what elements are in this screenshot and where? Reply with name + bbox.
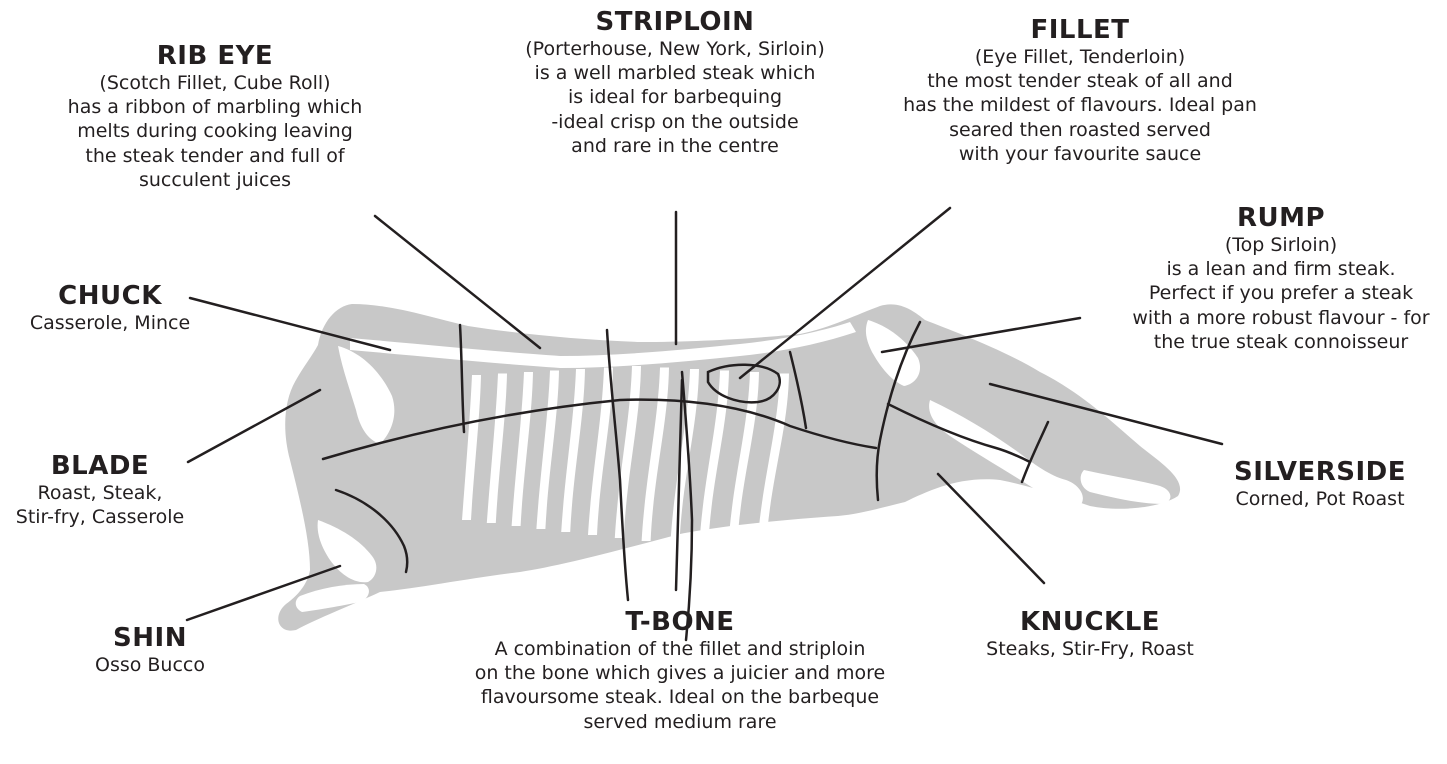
cut-title: FILLET — [860, 16, 1300, 45]
cut-description-line: melts during cooking leaving — [30, 119, 400, 143]
cut-title: RUMP — [1115, 204, 1447, 233]
striploin-label: STRIPLOIN(Porterhouse, New York, Sirloin… — [470, 8, 880, 158]
cut-description-line: is a well marbled steak which — [470, 61, 880, 85]
cut-title: KNUCKLE — [960, 608, 1220, 637]
cut-description-line: A combination of the fillet and striploi… — [410, 637, 950, 661]
cut-description-line: Steaks, Stir-Fry, Roast — [960, 637, 1220, 661]
cut-description-line: Casserole, Mince — [0, 311, 220, 335]
cut-description-line: with a more robust flavour - for — [1115, 306, 1447, 330]
cut-description-line: Roast, Steak, — [0, 481, 200, 505]
cut-description-line: seared then roasted served — [860, 118, 1300, 142]
cut-description-line: (Porterhouse, New York, Sirloin) — [470, 37, 880, 61]
cut-description-line: Stir-fry, Casserole — [0, 505, 200, 529]
cut-description-line: Osso Bucco — [70, 653, 230, 677]
cut-title: CHUCK — [0, 282, 220, 311]
cut-description-line: served medium rare — [410, 710, 950, 734]
cut-title: SILVERSIDE — [1200, 458, 1440, 487]
cut-description-line: the true steak connoisseur — [1115, 330, 1447, 354]
cut-title: BLADE — [0, 452, 200, 481]
cut-description-line: (Top Sirloin) — [1115, 233, 1447, 257]
cut-title: SHIN — [70, 624, 230, 653]
cut-description-line: -ideal crisp on the outside — [470, 110, 880, 134]
cut-title: T-BONE — [410, 608, 950, 637]
cut-description-line: the steak tender and full of — [30, 144, 400, 168]
cut-description-line: and rare in the centre — [470, 134, 880, 158]
rump-label: RUMP(Top Sirloin)is a lean and firm stea… — [1115, 204, 1447, 354]
cut-description-line: Perfect if you prefer a steak — [1115, 281, 1447, 305]
cut-title: STRIPLOIN — [470, 8, 880, 37]
leader-knuckle — [938, 474, 1044, 583]
cut-description-line: has the mildest of flavours. Ideal pan — [860, 93, 1300, 117]
cut-description-line: Corned, Pot Roast — [1200, 487, 1440, 511]
cut-description-line: with your favourite sauce — [860, 142, 1300, 166]
cut-description-line: has a ribbon of marbling which — [30, 95, 400, 119]
cut-description-line: flavoursome steak. Ideal on the barbeque — [410, 685, 950, 709]
cut-description-line: is ideal for barbequing — [470, 85, 880, 109]
cut-description-line: the most tender steak of all and — [860, 69, 1300, 93]
cut-description-line: (Scotch Fillet, Cube Roll) — [30, 71, 400, 95]
cut-description-line: on the bone which gives a juicier and mo… — [410, 661, 950, 685]
cut-description-line: succulent juices — [30, 168, 400, 192]
fillet-label: FILLET(Eye Fillet, Tenderloin)the most t… — [860, 16, 1300, 166]
cut-title: RIB EYE — [30, 42, 400, 71]
cut-description-line: (Eye Fillet, Tenderloin) — [860, 45, 1300, 69]
cut-description-line: is a lean and firm steak. — [1115, 257, 1447, 281]
rib-eye-label: RIB EYE(Scotch Fillet, Cube Roll)has a r… — [30, 42, 400, 192]
